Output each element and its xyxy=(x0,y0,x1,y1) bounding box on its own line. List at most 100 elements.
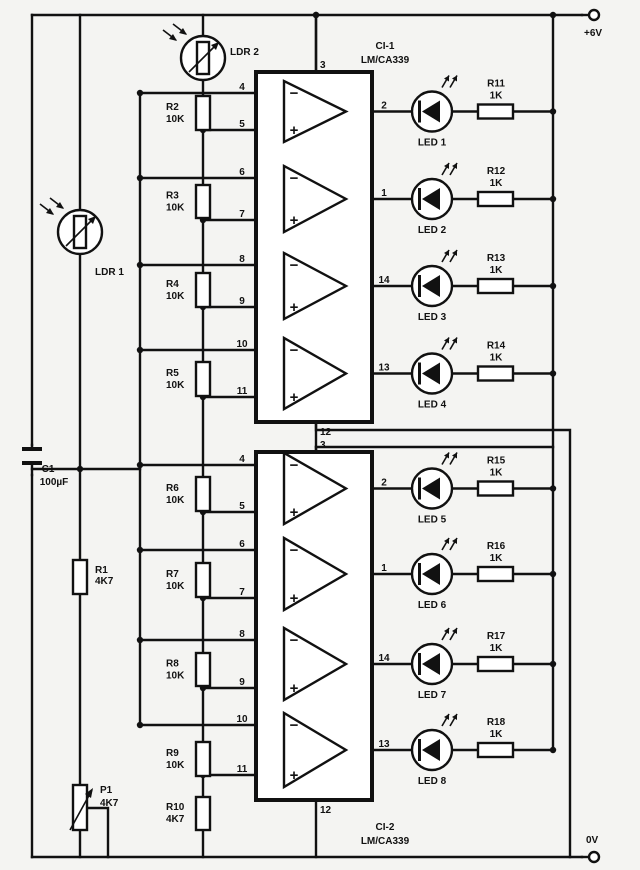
p1-wiper-lead xyxy=(85,806,110,859)
p1-wiper-head xyxy=(85,788,93,798)
divider-resistor-7 xyxy=(194,651,212,688)
junction-dot xyxy=(549,282,557,290)
arrow-head xyxy=(452,452,457,459)
pin-inv-3: 8 xyxy=(239,254,245,265)
minus-sign: − xyxy=(290,257,299,274)
r1-body xyxy=(71,558,89,596)
led-label-5: LED 5 xyxy=(418,515,447,526)
series-name-3: R13 xyxy=(487,253,506,264)
junction-dot xyxy=(549,195,557,203)
divider-resistor-8 xyxy=(194,740,212,778)
plus-sign: + xyxy=(290,299,299,316)
ldr2-symbol-slash-head xyxy=(211,42,219,50)
plus-sign: + xyxy=(290,504,299,521)
junction-dot xyxy=(136,89,144,97)
led-light-arrows-7 xyxy=(441,627,458,641)
series-resistor-6 xyxy=(476,565,515,583)
divider-value-3: 10K xyxy=(166,291,185,302)
junction-dot xyxy=(136,546,144,554)
light-arrow-head xyxy=(46,208,54,215)
divider-resistor-1 xyxy=(194,94,212,132)
junction-dot xyxy=(549,370,557,377)
divider-name-2: R3 xyxy=(166,191,179,202)
c1-value: 100µF xyxy=(40,477,69,488)
divider-value-2: 10K xyxy=(166,203,185,214)
led-light-arrows-1 xyxy=(441,75,458,88)
led-label-4: LED 4 xyxy=(418,400,447,411)
divider-name-3: R4 xyxy=(166,279,179,290)
led-light-arrows-4 xyxy=(441,337,458,350)
pin-out-6: 1 xyxy=(381,563,387,574)
series-name-1: R11 xyxy=(487,79,505,90)
led-label-8: LED 8 xyxy=(418,776,447,787)
series-resistor-4 xyxy=(476,365,515,382)
minus-sign: − xyxy=(290,342,299,359)
pin-inv-6: 6 xyxy=(239,539,245,550)
junction-dot xyxy=(549,11,557,19)
plus-sign: + xyxy=(290,767,299,784)
light-arrow-head xyxy=(169,34,177,41)
pin-noninv-6: 7 xyxy=(239,587,245,598)
series-value-2: 1K xyxy=(490,178,504,189)
junction-dot xyxy=(549,108,557,115)
junction-dot xyxy=(549,746,557,754)
divider-value-5: 10K xyxy=(166,495,185,506)
pin-out-7: 14 xyxy=(378,653,390,664)
pin-noninv-7: 9 xyxy=(239,677,245,688)
led-bar-1 xyxy=(418,100,421,123)
divider-resistor-6 xyxy=(194,561,212,599)
pin-inv-5: 4 xyxy=(239,454,245,465)
arrow-head xyxy=(452,75,457,82)
ic1-name: CI-1 xyxy=(376,41,395,52)
series-resistor-7 xyxy=(476,655,515,673)
minus-sign: − xyxy=(290,542,299,559)
led-diode-7 xyxy=(422,653,440,675)
led-light-arrows-3 xyxy=(441,249,458,263)
led-diode-3 xyxy=(422,275,440,297)
series-name-2: R12 xyxy=(487,166,506,177)
p1-value: 4K7 xyxy=(100,798,119,809)
pin-inv-8: 10 xyxy=(236,714,248,725)
divider-resistor-5 xyxy=(194,475,212,513)
led-bar-5 xyxy=(418,477,421,500)
series-name-8: R18 xyxy=(487,717,506,728)
junction-dot xyxy=(136,174,144,182)
series-value-7: 1K xyxy=(490,643,504,654)
ic1-part: LM/CA339 xyxy=(361,55,410,66)
arrow-head xyxy=(444,714,449,720)
series-name-7: R17 xyxy=(487,631,506,642)
divider-value-6: 10K xyxy=(166,581,185,592)
comparator-3 xyxy=(282,251,349,321)
divider-value-7: 10K xyxy=(166,671,185,682)
r1-name: R1 xyxy=(95,565,108,576)
divider-name-6: R7 xyxy=(166,569,179,580)
divider-name-4: R5 xyxy=(166,368,179,379)
positive-terminal xyxy=(587,8,601,22)
ic-supply-pin-1: 3 xyxy=(320,60,326,71)
led-diode-2 xyxy=(422,188,440,210)
arrow-head xyxy=(444,250,449,256)
series-resistor-5 xyxy=(476,480,515,497)
pin-inv-4: 10 xyxy=(236,339,248,350)
ldr1-label: LDR 1 xyxy=(95,267,124,278)
ldr1-symbol-slash-head xyxy=(88,216,96,224)
ic2-part: LM/CA339 xyxy=(361,836,410,847)
pin-inv-1: 4 xyxy=(239,82,245,93)
series-value-1: 1K xyxy=(490,91,504,102)
ldr2-label: LDR 2 xyxy=(230,47,259,58)
plus-sign: + xyxy=(290,389,299,406)
led-diode-4 xyxy=(422,362,440,385)
components xyxy=(22,8,601,864)
arrow-head xyxy=(452,714,457,720)
comparator-1 xyxy=(282,79,349,144)
ic1-ground xyxy=(314,420,572,859)
led-diode-5 xyxy=(422,477,440,500)
series-name-5: R15 xyxy=(487,456,506,467)
ic-supply-pin-2: 3 xyxy=(320,440,326,451)
ground-rail-label: 0V xyxy=(586,835,599,846)
divider-resistor-4 xyxy=(194,360,212,398)
pin-noninv-5: 5 xyxy=(239,501,245,512)
r10-body xyxy=(194,795,212,832)
